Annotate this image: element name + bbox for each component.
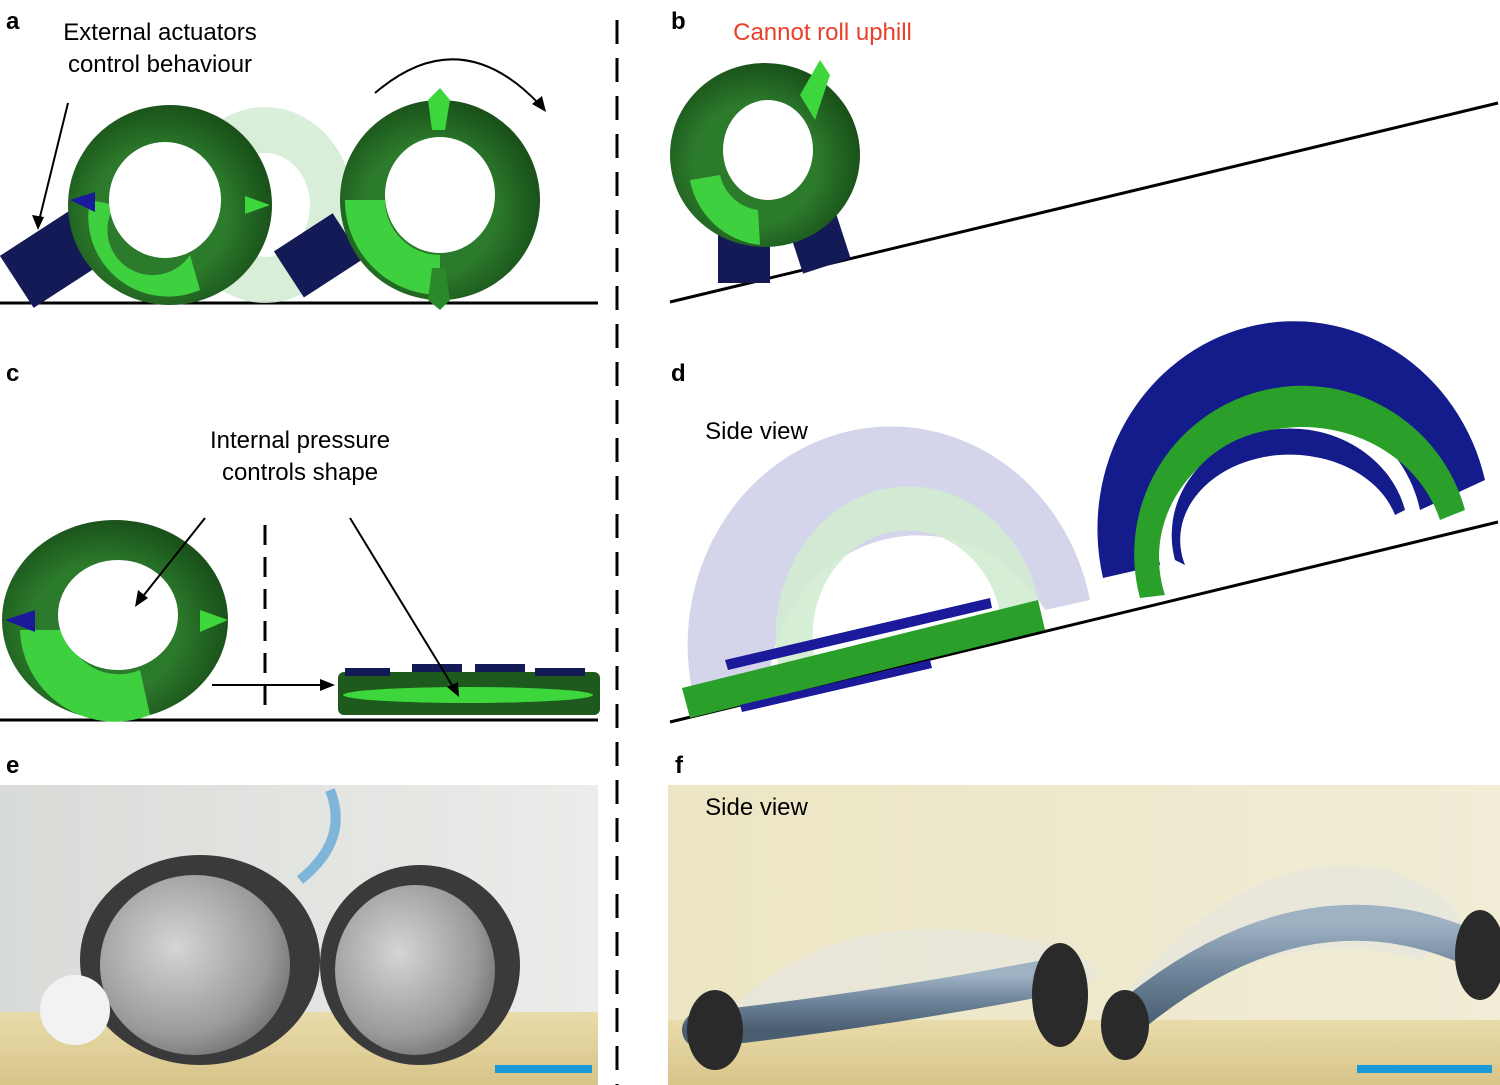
- pointer-line-1: [139, 517, 206, 601]
- panel-a-drawing: [0, 58, 598, 310]
- actuator-block-right: [273, 213, 363, 298]
- panel-b-drawing: [669, 60, 1499, 304]
- photo-robot-right: [320, 865, 520, 1065]
- panel-letter-b: b: [671, 8, 686, 35]
- panel-f-photo: [668, 785, 1500, 1085]
- photo-robot-left: [40, 855, 320, 1065]
- panel-letter-c: c: [6, 360, 20, 387]
- robot-ring-b: [670, 60, 860, 247]
- robot-ring-1: [68, 105, 272, 305]
- panel-a-label: External actuators control behaviour: [63, 19, 257, 78]
- panel-letter-a: a: [6, 8, 20, 35]
- scale-bar-f: [1357, 1065, 1492, 1073]
- flat-robot: [338, 664, 600, 715]
- scale-bar-e: [495, 1065, 592, 1073]
- panel-c-label: Internal pressure controls shape: [209, 427, 391, 486]
- panel-letter-f: f: [675, 752, 683, 779]
- flat-body-d: [682, 600, 1045, 718]
- pointer-line-2: [349, 517, 456, 691]
- panel-f-label: Side view: [705, 794, 808, 821]
- pointer-arrow: [37, 102, 69, 226]
- panel-d-label: Side view: [705, 418, 808, 445]
- curled-arc-d: [1097, 321, 1485, 578]
- panel-d-drawing: [669, 321, 1499, 724]
- robot-ring-2: [340, 88, 540, 310]
- panel-e-photo: [0, 785, 598, 1085]
- panel-letter-e: e: [6, 752, 20, 779]
- roll-arrow: [374, 58, 541, 106]
- panel-b-label: Cannot roll uphill: [733, 19, 912, 46]
- ghost-arc: [687, 426, 1090, 690]
- panel-letter-d: d: [671, 360, 686, 387]
- panel-c-drawing: [0, 517, 600, 722]
- robot-ring-c: [2, 520, 228, 722]
